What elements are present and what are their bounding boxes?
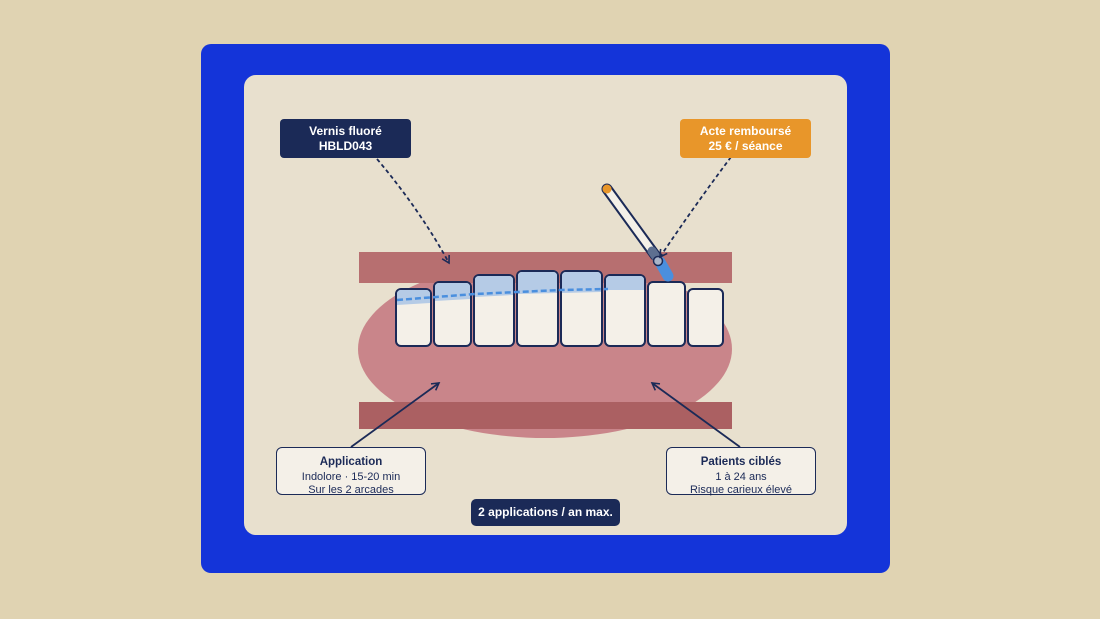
- tooth-4: [516, 270, 559, 347]
- application-title: Application: [319, 456, 383, 468]
- vernis-code: HBLD043: [318, 139, 373, 153]
- acte-title: Acte remboursé: [699, 124, 792, 138]
- tooth-1: [395, 288, 432, 347]
- arrow-acte: [659, 156, 732, 259]
- callout-application: Application Indolore · 15-20 min Sur les…: [276, 447, 426, 496]
- fluoride-brush-icon: [601, 183, 674, 282]
- tooth-3: [473, 274, 515, 347]
- callout-patients: Patients ciblés 1 à 24 ans Risque carieu…: [666, 447, 816, 496]
- arrow-patients: [650, 382, 741, 448]
- vernis-title: Vernis fluoré: [309, 124, 382, 138]
- application-line1: Indolore · 15-20 min: [301, 471, 401, 483]
- varnish-line: [396, 287, 609, 302]
- callout-acte: Acte remboursé 25 € / séance: [680, 119, 811, 158]
- acte-price: 25 € / séance: [708, 139, 783, 153]
- patients-title: Patients ciblés: [700, 456, 782, 468]
- patients-line2: Risque carieux élevé: [689, 484, 793, 496]
- callout-vernis: Vernis fluoré HBLD043: [280, 119, 411, 158]
- application-line2: Sur les 2 arcades: [308, 484, 394, 496]
- arrow-application: [350, 382, 441, 448]
- arrow-vernis: [376, 158, 450, 265]
- tooth-7: [647, 281, 686, 347]
- patients-line1: 1 à 24 ans: [715, 471, 767, 483]
- lower-lip: [359, 402, 732, 429]
- tooth-2: [433, 281, 472, 347]
- tooth-8: [687, 288, 724, 347]
- teeth-row: [395, 270, 724, 347]
- tooth-5: [560, 270, 603, 347]
- max-applications-badge: 2 applications / an max.: [471, 499, 620, 526]
- tooth-6: [604, 274, 646, 347]
